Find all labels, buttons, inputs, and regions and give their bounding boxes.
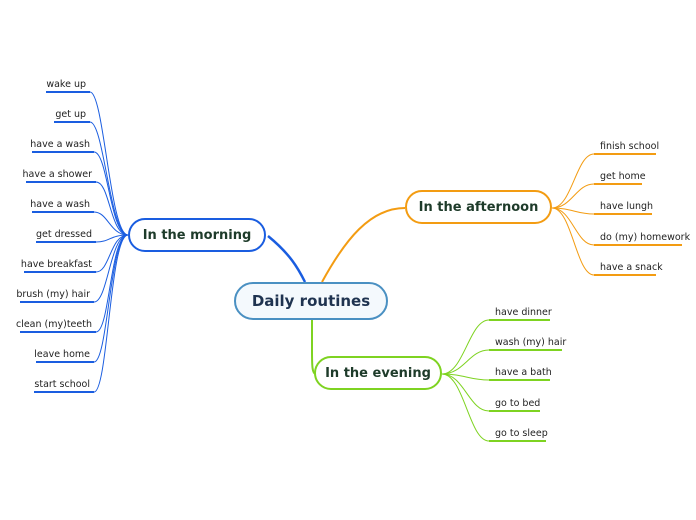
subtopic-evening-3[interactable]: have a bath [495,367,552,378]
curve-morning-7 [95,234,129,273]
topic-in-the-morning[interactable]: In the morning [128,218,266,252]
curve-afternoon-1 [551,153,595,209]
curve-morning-4 [95,181,129,236]
subtopic-evening-4[interactable]: go to bed [495,398,541,409]
subtopic-afternoon-1[interactable]: finish school [600,141,660,152]
curve-afternoon-5 [551,207,595,276]
curve-morning-11 [93,234,129,393]
subtopic-morning-10[interactable]: leave home [34,349,90,360]
topic-in-the-evening[interactable]: In the evening [314,356,442,390]
curve-afternoon-2 [551,183,595,209]
subtopic-morning-6[interactable]: get dressed [36,229,92,240]
curve-morning-3 [93,151,129,236]
subtopic-evening-1[interactable]: have dinner [495,307,552,318]
curve-morning-2 [89,121,129,236]
subtopic-morning-2[interactable]: get up [55,109,86,120]
subtopic-morning-5[interactable]: have a wash [30,199,90,210]
curve-morning-1 [89,91,129,236]
curve-evening-3 [441,373,490,381]
subtopic-morning-8[interactable]: brush (my) hair [16,289,90,300]
subtopic-evening-2[interactable]: wash (my) hair [495,337,567,348]
connector-central-morning [267,235,307,283]
curve-evening-1 [441,319,490,375]
curve-afternoon-3 [551,207,595,215]
subtopic-morning-1[interactable]: wake up [46,79,86,90]
central-topic[interactable]: Daily routines [234,282,388,320]
curve-evening-2 [441,349,490,375]
subtopic-afternoon-5[interactable]: have a snack [600,262,663,273]
connector-central-afternoon [321,207,406,283]
topic-in-the-afternoon[interactable]: In the afternoon [405,190,552,224]
curve-morning-8 [93,234,129,303]
subtopic-morning-3[interactable]: have a wash [30,139,90,150]
subtopic-morning-11[interactable]: start school [34,379,90,390]
subtopic-afternoon-2[interactable]: get home [600,171,646,182]
subtopic-morning-9[interactable]: clean (my)teeth [15,319,92,330]
curve-morning-5 [93,211,129,236]
curve-evening-5 [441,373,490,442]
subtopic-morning-4[interactable]: have a shower [22,169,92,180]
subtopic-evening-5[interactable]: go to sleep [495,428,548,439]
subtopic-morning-7[interactable]: have breakfast [20,259,92,270]
subtopic-afternoon-3[interactable]: have lungh [600,201,654,212]
subtopic-afternoon-4[interactable]: do (my) homework [600,232,691,243]
